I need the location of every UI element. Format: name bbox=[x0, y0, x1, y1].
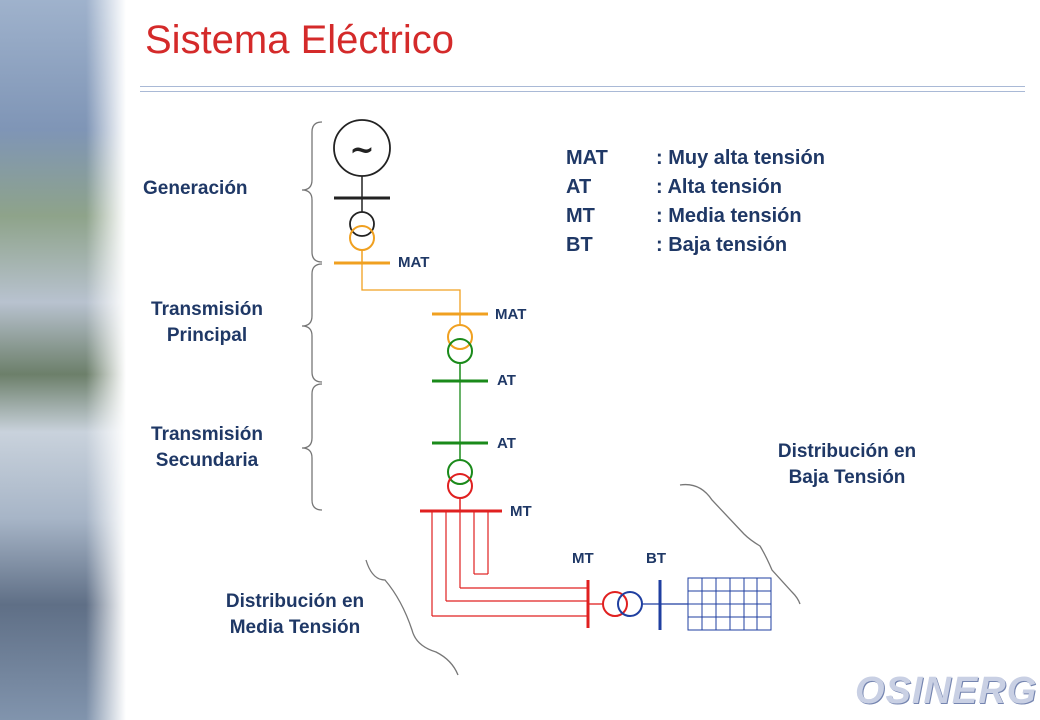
legend-desc: : Alta tensión bbox=[656, 176, 782, 198]
generacion-text: Generación bbox=[143, 178, 248, 199]
voltage-label-ts-mt: MT bbox=[510, 503, 532, 520]
legend-row: BT : Baja tensión bbox=[566, 231, 825, 260]
dist-transformer-primary bbox=[602, 591, 628, 617]
voltage-legend: MAT : Muy alta tensión AT : Alta tensión… bbox=[566, 144, 825, 260]
brace-distribucion-media bbox=[365, 559, 459, 676]
legend-abbr: BT bbox=[566, 234, 593, 256]
label-transmision-secundaria: Transmisión Secundaria bbox=[132, 422, 282, 473]
legend-row: MAT : Muy alta tensión bbox=[566, 144, 825, 173]
tp-line1: Transmisión bbox=[151, 299, 263, 320]
side-photo-strip bbox=[0, 0, 126, 720]
voltage-label-tp-at: AT bbox=[497, 372, 516, 389]
dm-line1: Distribución en bbox=[225, 591, 365, 612]
dm-line2: Media Tensión bbox=[229, 616, 361, 638]
mat-line bbox=[361, 263, 461, 314]
legend-row: MT : Media tensión bbox=[566, 202, 825, 231]
bt-grid bbox=[687, 577, 772, 631]
legend-desc: : Media tensión bbox=[656, 205, 802, 227]
page-title: Sistema Eléctrico bbox=[145, 18, 454, 62]
tp-line2: Principal bbox=[166, 324, 248, 346]
ts-line2: Secundaria bbox=[155, 449, 259, 471]
generator-transformer-secondary bbox=[349, 225, 375, 251]
brace-transmision-secundaria bbox=[301, 383, 323, 511]
voltage-label-dist-mt: MT bbox=[572, 550, 594, 567]
db-line2: Baja Tensión bbox=[788, 466, 906, 488]
generator-transformer-primary bbox=[349, 211, 375, 237]
voltage-label-tp-mat: MAT bbox=[495, 306, 527, 323]
dist-transformer-secondary bbox=[617, 591, 643, 617]
legend-abbr: MAT bbox=[566, 147, 608, 169]
title-divider bbox=[140, 86, 1025, 92]
ts-line1: Transmisión bbox=[151, 424, 263, 445]
legend-abbr: MT bbox=[566, 205, 595, 227]
voltage-label-ts-at: AT bbox=[497, 435, 516, 452]
label-transmision-principal: Transmisión Principal bbox=[137, 297, 277, 348]
label-distribucion-baja: Distribución en Baja Tensión bbox=[752, 439, 942, 490]
brace-transmision-principal bbox=[301, 263, 323, 383]
label-generacion: Generación bbox=[143, 176, 248, 202]
mt-feeders bbox=[431, 511, 588, 617]
voltage-label-dist-bt: BT bbox=[646, 550, 666, 567]
ts-transformer-primary bbox=[447, 459, 473, 485]
db-line1: Distribución en bbox=[777, 441, 917, 462]
ts-transformer-secondary bbox=[447, 473, 473, 499]
legend-desc: : Baja tensión bbox=[656, 234, 788, 256]
brace-distribucion-baja bbox=[679, 483, 801, 605]
legend-desc: : Muy alta tensión bbox=[656, 147, 825, 169]
legend-row: AT : Alta tensión bbox=[566, 173, 825, 202]
tp-transformer-primary bbox=[447, 324, 473, 350]
tp-transformer-secondary bbox=[447, 338, 473, 364]
voltage-label-gen-mat: MAT bbox=[398, 254, 430, 271]
brace-generacion bbox=[301, 121, 323, 263]
label-distribucion-media: Distribución en Media Tensión bbox=[200, 589, 390, 640]
legend-abbr: AT bbox=[566, 176, 592, 198]
osinerg-logo: OSINERG bbox=[855, 670, 1038, 712]
generator-tilde: ~ bbox=[349, 133, 374, 168]
